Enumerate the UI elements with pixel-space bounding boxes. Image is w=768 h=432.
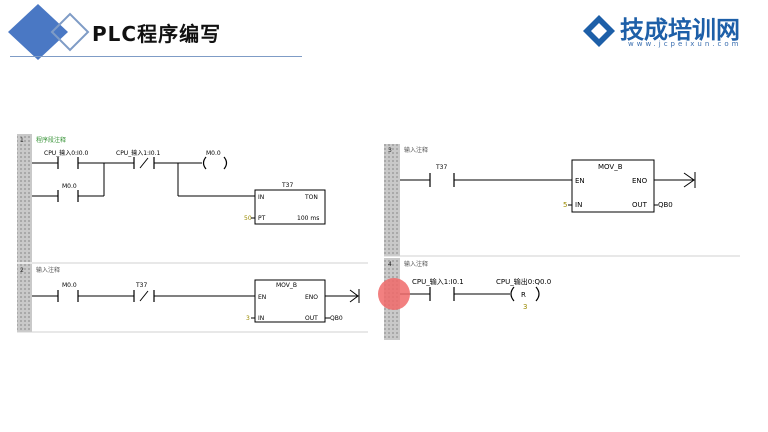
mov-b-out-value-n2: QB0 — [330, 315, 343, 322]
network-3[interactable]: 3 输入注释 T37 MOV_B EN ENO 5 IN OUT QB0 — [384, 144, 740, 257]
coil-m0-0-label: M0.0 — [206, 150, 221, 157]
mov-b-eno-n2: ENO — [305, 294, 318, 301]
title-underline — [10, 56, 302, 57]
brand-name: 技成培训网 — [620, 16, 740, 44]
timer-in-pin: IN — [258, 194, 264, 201]
network-2-comment: 输入注释 — [36, 266, 60, 274]
page-title: PLC程序编写 — [92, 22, 222, 46]
timer-t37-box[interactable] — [254, 189, 326, 225]
mov-b-box-n3[interactable] — [571, 159, 655, 213]
mov-b-box-n2[interactable] — [254, 279, 326, 323]
contact-n3-t37-label: T37 — [435, 164, 447, 171]
timer-pt-value: 50 — [244, 215, 252, 222]
coil-m0-0[interactable] — [202, 156, 207, 170]
mov-b-en-n2: EN — [258, 294, 266, 301]
network-2[interactable]: 2 输入注释 M0.0 T37 MOV_B EN ENO 3 IN OUT QB… — [17, 264, 368, 333]
contact-i0-1-label: CPU_输入1:I0.1 — [116, 149, 161, 157]
mov-b-name-n3: MOV_B — [598, 163, 623, 171]
logo-diamond-outline — [50, 12, 90, 52]
network-3-rail — [384, 144, 400, 256]
contact-m0-0-label: M0.0 — [62, 183, 77, 190]
mov-b-en-n3: EN — [575, 177, 585, 185]
mov-b-in-n2: IN — [258, 315, 264, 322]
network-3-number: 3 — [388, 147, 392, 154]
contact-n4-i0-1-label: CPU_输入1:I0.1 — [412, 277, 464, 286]
timer-base: 100 ms — [297, 215, 319, 222]
brand-url: www.jcpeixun.com — [628, 40, 742, 48]
contact-n2-t37-label: T37 — [135, 282, 147, 289]
network-1[interactable]: 1 程序段注释 CPU_输入0:I0.0 CPU_输入1:I0.1 M0.0 M… — [17, 134, 368, 264]
timer-name: T37 — [281, 182, 293, 189]
network-3-comment: 输入注释 — [404, 146, 428, 154]
header-logo — [8, 4, 90, 60]
mov-b-in-value-n2: 3 — [246, 315, 250, 322]
mov-b-in-value-n3: 5 — [563, 201, 567, 209]
contact-i0-0-label: CPU_输入0:I0.0 — [44, 149, 89, 157]
network-4-comment: 输入注释 — [404, 260, 428, 268]
timer-type: TON — [304, 194, 318, 201]
mov-b-out-value-n3: QB0 — [658, 201, 673, 209]
mov-b-out-n3: OUT — [632, 201, 648, 209]
brand-logo-icon — [583, 15, 615, 47]
contact-n2-m0-0-label: M0.0 — [62, 282, 77, 289]
coil-n4-q0-0[interactable] — [510, 286, 515, 302]
timer-pt-pin: PT — [258, 215, 266, 222]
network-1-number: 1 — [20, 137, 24, 144]
network-2-rail — [17, 264, 32, 332]
mov-b-in-n3: IN — [575, 201, 582, 209]
network-4-number: 4 — [388, 261, 392, 268]
network-2-number: 2 — [20, 267, 24, 274]
mov-b-eno-n3: ENO — [632, 177, 648, 185]
mov-b-out-n2: OUT — [305, 315, 318, 322]
logo-diamond-dark — [8, 4, 68, 60]
cursor-highlight — [378, 278, 410, 310]
coil-n4-type: R — [521, 291, 526, 299]
mov-b-name-n2: MOV_B — [276, 282, 297, 289]
coil-n4-count: 3 — [523, 303, 527, 311]
coil-n4-label: CPU_输出0:Q0.0 — [496, 277, 551, 286]
network-1-rail — [17, 134, 32, 262]
network-1-comment: 程序段注释 — [36, 136, 66, 144]
